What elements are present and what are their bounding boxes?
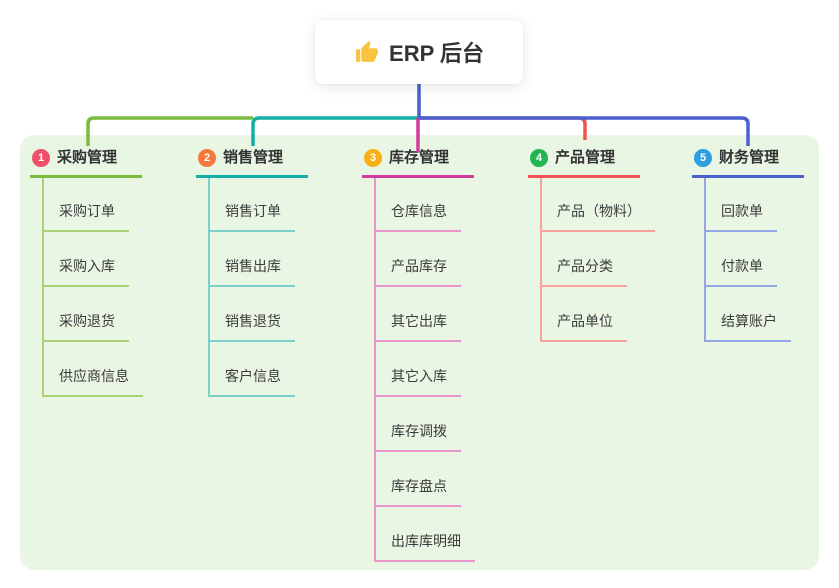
branch-children: 采购订单采购入库采购退货供应商信息 bbox=[42, 178, 143, 397]
branch-children: 销售订单销售出库销售退货客户信息 bbox=[208, 178, 295, 397]
child-node[interactable]: 产品（物料） bbox=[542, 178, 655, 232]
child-node[interactable]: 库存调拨 bbox=[376, 397, 461, 452]
branch-title: 产品管理 bbox=[555, 149, 616, 166]
branch-title: 财务管理 bbox=[719, 149, 780, 166]
branch-title: 库存管理 bbox=[389, 149, 450, 166]
branch-4: 4 产品管理 产品（物料）产品分类产品单位 bbox=[528, 148, 655, 342]
branch-children: 回款单付款单结算账户 bbox=[704, 178, 791, 342]
branch-number-badge: 4 bbox=[530, 149, 548, 167]
root-node[interactable]: ERP 后台 bbox=[315, 20, 523, 84]
child-node[interactable]: 客户信息 bbox=[210, 342, 295, 397]
child-node[interactable]: 采购入库 bbox=[44, 232, 129, 287]
root-title: ERP 后台 bbox=[389, 41, 484, 66]
branch-1: 1 采购管理 采购订单采购入库采购退货供应商信息 bbox=[30, 148, 143, 397]
child-node[interactable]: 采购订单 bbox=[44, 178, 129, 232]
branch-3: 3 库存管理 仓库信息产品库存其它出库其它入库库存调拨库存盘点出库库明细 bbox=[362, 148, 475, 562]
branch-children: 仓库信息产品库存其它出库其它入库库存调拨库存盘点出库库明细 bbox=[374, 178, 475, 562]
child-node[interactable]: 产品分类 bbox=[542, 232, 627, 287]
branch-title: 采购管理 bbox=[57, 149, 118, 166]
child-node[interactable]: 出库库明细 bbox=[376, 507, 475, 562]
branch-node[interactable]: 5 财务管理 bbox=[692, 148, 804, 178]
branch-number-badge: 5 bbox=[694, 149, 712, 167]
thumbs-up-icon bbox=[356, 40, 378, 62]
child-node[interactable]: 仓库信息 bbox=[376, 178, 461, 232]
branch-number-badge: 1 bbox=[32, 149, 50, 167]
branch-node[interactable]: 2 销售管理 bbox=[196, 148, 308, 178]
branch-node[interactable]: 1 采购管理 bbox=[30, 148, 142, 178]
branch-children: 产品（物料）产品分类产品单位 bbox=[540, 178, 655, 342]
branch-number-badge: 2 bbox=[198, 149, 216, 167]
child-node[interactable]: 付款单 bbox=[706, 232, 777, 287]
child-node[interactable]: 回款单 bbox=[706, 178, 777, 232]
child-node[interactable]: 产品库存 bbox=[376, 232, 461, 287]
child-node[interactable]: 销售出库 bbox=[210, 232, 295, 287]
branch-node[interactable]: 3 库存管理 bbox=[362, 148, 474, 178]
branch-title: 销售管理 bbox=[223, 149, 284, 166]
branch-5: 5 财务管理 回款单付款单结算账户 bbox=[692, 148, 804, 342]
child-node[interactable]: 结算账户 bbox=[706, 287, 791, 342]
child-node[interactable]: 库存盘点 bbox=[376, 452, 461, 507]
mindmap-panel: 1 采购管理 采购订单采购入库采购退货供应商信息 2 销售管理 销售订单销售出库… bbox=[20, 135, 819, 570]
child-node[interactable]: 供应商信息 bbox=[44, 342, 143, 397]
child-node[interactable]: 其它入库 bbox=[376, 342, 461, 397]
child-node[interactable]: 其它出库 bbox=[376, 287, 461, 342]
child-node[interactable]: 销售订单 bbox=[210, 178, 295, 232]
child-node[interactable]: 采购退货 bbox=[44, 287, 129, 342]
child-node[interactable]: 产品单位 bbox=[542, 287, 627, 342]
branch-number-badge: 3 bbox=[364, 149, 382, 167]
branch-2: 2 销售管理 销售订单销售出库销售退货客户信息 bbox=[196, 148, 308, 397]
child-node[interactable]: 销售退货 bbox=[210, 287, 295, 342]
branch-node[interactable]: 4 产品管理 bbox=[528, 148, 640, 178]
